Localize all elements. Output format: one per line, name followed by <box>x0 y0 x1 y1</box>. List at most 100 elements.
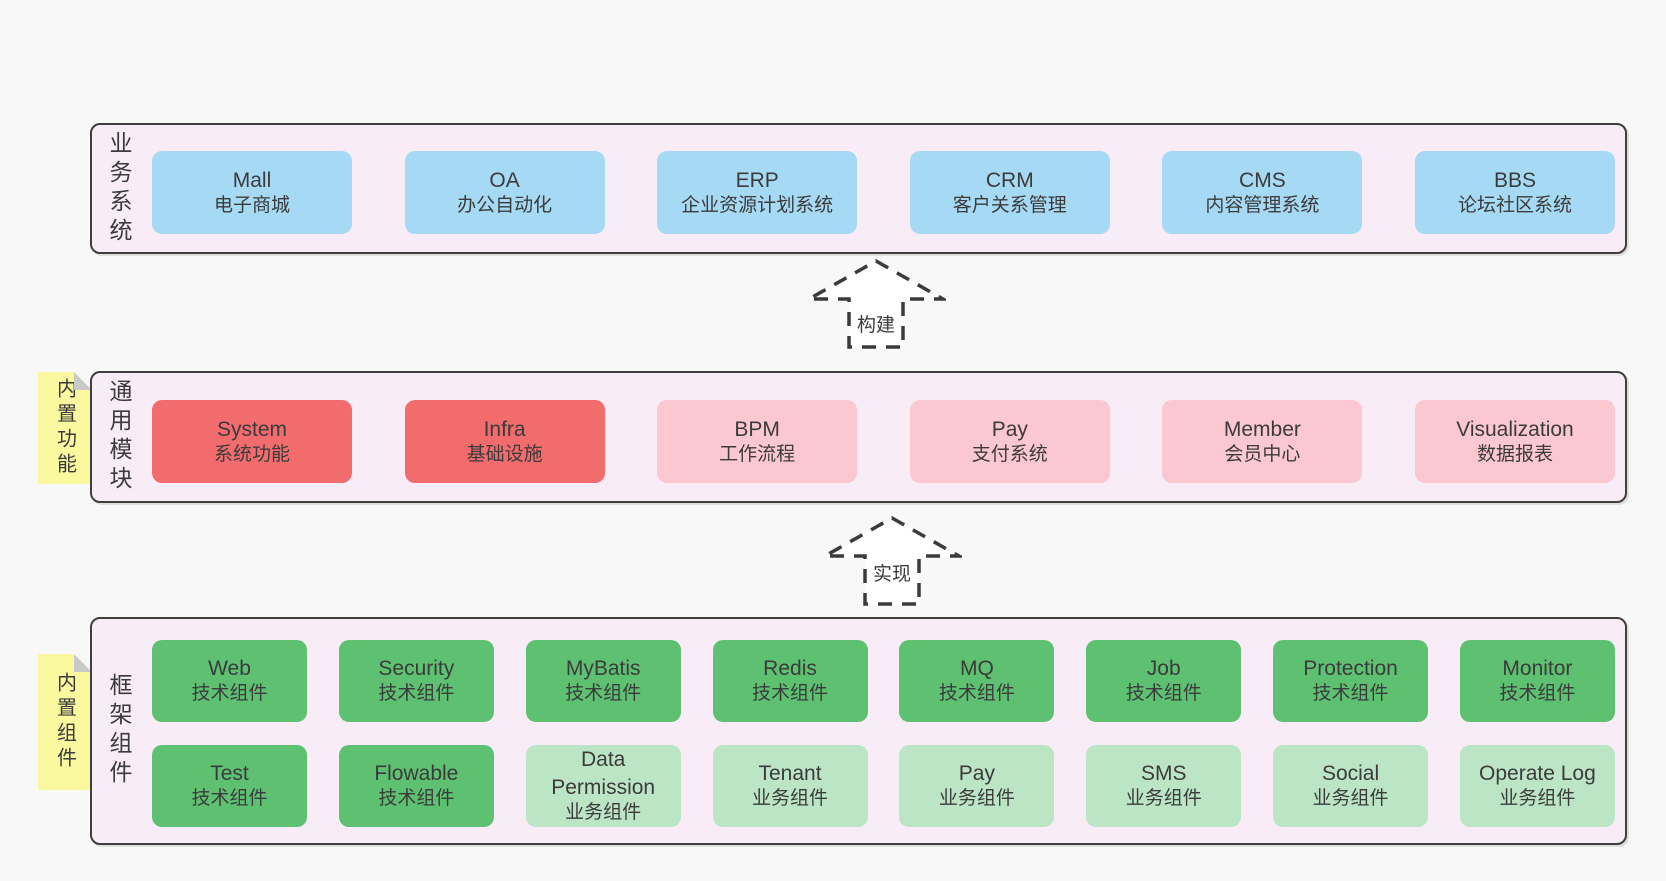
box-subtitle: 论坛社区系统 <box>1457 194 1572 216</box>
box-subtitle: 电子商城 <box>213 194 290 216</box>
box-title: Security <box>378 657 455 680</box>
box-sms: SMS 业务组件 <box>1086 745 1242 827</box>
framework-box-row-2: Test 技术组件 Flowable 技术组件 Data Permission … <box>152 745 1615 827</box>
note-text: 内置功能 <box>53 378 76 478</box>
up-arrow-build: 构建 <box>802 258 950 350</box>
note-fold-icon <box>74 372 92 390</box>
box-subtitle: 工作流程 <box>719 443 796 465</box>
box-title: Job <box>1146 657 1181 680</box>
box-bbs: BBS 论坛社区系统 <box>1414 151 1615 234</box>
box-redis: Redis 技术组件 <box>712 640 868 722</box>
box-title: Pay <box>991 417 1028 441</box>
box-title: System <box>216 417 287 441</box>
box-job: Job 技术组件 <box>1086 640 1242 722</box>
box-title: Flowable <box>374 762 459 785</box>
box-subtitle: 技术组件 <box>938 683 1015 705</box>
box-tenant: Tenant 业务组件 <box>712 745 868 827</box>
box-test: Test 技术组件 <box>152 745 307 827</box>
box-title: BPM <box>734 417 780 441</box>
box-data-permission: Data Permission 业务组件 <box>525 745 681 827</box>
box-title: Operate Log <box>1479 762 1596 785</box>
box-pay-system: Pay 支付系统 <box>909 400 1110 483</box>
box-crm: CRM 客户关系管理 <box>909 151 1110 234</box>
box-oa: OA 办公自动化 <box>404 151 605 234</box>
box-pay-component: Pay 业务组件 <box>899 745 1055 827</box>
box-subtitle: 内容管理系统 <box>1205 194 1320 216</box>
box-title: Monitor <box>1502 657 1573 680</box>
note-fold-icon <box>74 654 92 672</box>
box-title: Redis <box>763 657 817 680</box>
arrow-label: 构建 <box>853 310 899 337</box>
box-title: SMS <box>1140 762 1187 785</box>
box-title: Member <box>1223 417 1301 441</box>
box-title: Mall <box>232 168 272 192</box>
box-subtitle: 企业资源计划系统 <box>681 194 834 216</box>
box-subtitle: 系统功能 <box>213 443 290 465</box>
box-title: Visualization <box>1456 417 1574 441</box>
box-mall: Mall 电子商城 <box>152 151 352 234</box>
box-subtitle: 技术组件 <box>565 683 642 705</box>
note-text: 内置组件 <box>53 672 76 772</box>
framework-components-layer: 框架组件 Web 技术组件 Security 技术组件 MyBatis 技术组件… <box>90 617 1627 845</box>
box-title: Test <box>210 762 249 785</box>
box-title: ERP <box>735 168 779 192</box>
box-subtitle: 办公自动化 <box>457 194 553 216</box>
framework-box-row-1: Web 技术组件 Security 技术组件 MyBatis 技术组件 Redi… <box>152 640 1615 722</box>
box-subtitle: 数据报表 <box>1476 443 1553 465</box>
box-title: BBS <box>1493 168 1536 192</box>
box-subtitle: 会员中心 <box>1224 443 1301 465</box>
box-cms: CMS 内容管理系统 <box>1162 151 1363 234</box>
box-subtitle: 业务组件 <box>1125 788 1202 810</box>
box-operate-log: Operate Log 业务组件 <box>1459 745 1615 827</box>
box-protection: Protection 技术组件 <box>1273 640 1429 722</box>
box-security: Security 技术组件 <box>338 640 494 722</box>
box-subtitle: 基础设施 <box>466 443 543 465</box>
box-subtitle: 支付系统 <box>971 443 1048 465</box>
box-subtitle: 技术组件 <box>1499 683 1576 705</box>
up-arrow-implement: 实现 <box>818 515 966 607</box>
box-web: Web 技术组件 <box>152 640 307 722</box>
box-subtitle: 业务组件 <box>938 788 1015 810</box>
box-title: MQ <box>959 657 994 680</box>
box-subtitle: 技术组件 <box>378 788 455 810</box>
box-flowable: Flowable 技术组件 <box>338 745 494 827</box>
box-monitor: Monitor 技术组件 <box>1459 640 1615 722</box>
box-bpm: BPM 工作流程 <box>657 400 858 483</box>
sticky-note-built-in-functions: 内置功能 <box>38 372 92 484</box>
box-title: Social <box>1321 762 1380 785</box>
box-system: System 系统功能 <box>152 400 352 483</box>
box-subtitle: 技术组件 <box>1312 683 1389 705</box>
box-member: Member 会员中心 <box>1162 400 1363 483</box>
box-social: Social 业务组件 <box>1273 745 1429 827</box>
box-title: CMS <box>1239 168 1286 192</box>
box-title: Web <box>208 657 251 680</box>
arrow-label: 实现 <box>869 559 915 586</box>
box-subtitle: 技术组件 <box>191 683 268 705</box>
box-subtitle: 业务组件 <box>565 801 642 823</box>
box-title: OA <box>489 168 520 192</box>
box-subtitle: 技术组件 <box>1125 683 1202 705</box>
sticky-note-built-in-components: 内置组件 <box>38 654 92 790</box>
box-title: Infra <box>483 417 526 441</box>
box-visualization: Visualization 数据报表 <box>1414 400 1615 483</box>
box-subtitle: 业务组件 <box>1312 788 1389 810</box>
up-arrow-icon <box>802 258 950 349</box>
business-box-row: Mall 电子商城 OA 办公自动化 ERP 企业资源计划系统 CRM 客户关系… <box>152 151 1615 234</box>
modules-box-row: System 系统功能 Infra 基础设施 BPM 工作流程 Pay 支付系统… <box>152 400 1615 483</box>
box-title: MyBatis <box>565 657 641 680</box>
box-subtitle: 业务组件 <box>1499 788 1576 810</box>
box-title: Pay <box>958 762 995 785</box>
framework-layer-label: 框架组件 <box>106 673 132 789</box>
box-mq: MQ 技术组件 <box>899 640 1055 722</box>
box-infra: Infra 基础设施 <box>404 400 605 483</box>
business-layer-label: 业务系统 <box>106 130 132 247</box>
modules-layer-label: 通用模块 <box>106 379 132 495</box>
box-title: Tenant <box>758 762 822 785</box>
common-modules-layer: 通用模块 System 系统功能 Infra 基础设施 BPM 工作流程 Pay… <box>90 371 1627 503</box>
business-systems-layer: 业务系统 Mall 电子商城 OA 办公自动化 ERP 企业资源计划系统 CRM… <box>90 123 1627 254</box>
box-mybatis: MyBatis 技术组件 <box>525 640 681 722</box>
box-title: Data Permission <box>551 748 656 799</box>
box-title: CRM <box>985 168 1034 192</box>
box-subtitle: 技术组件 <box>191 788 268 810</box>
box-title: Protection <box>1303 657 1398 680</box>
